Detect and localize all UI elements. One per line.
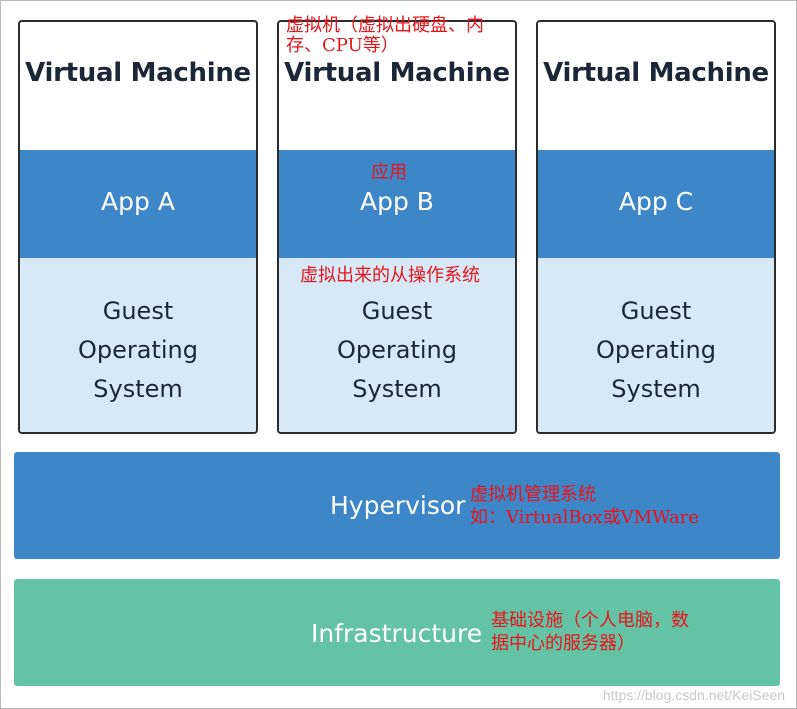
- annotation-line: 虚拟机（虚拟出硬盘、内: [286, 15, 484, 36]
- app-layer-b: App B: [279, 150, 515, 258]
- app-layer-a: App A: [20, 150, 256, 258]
- guest-os-line: Operating: [596, 336, 716, 364]
- app-label: App B: [360, 187, 434, 216]
- guest-os-line: System: [611, 375, 701, 403]
- hypervisor-label: Hypervisor: [330, 491, 466, 520]
- guest-os-layer-b: Guest Operating System: [279, 258, 515, 432]
- infrastructure-layer: Infrastructure: [14, 579, 780, 686]
- hypervisor-annotation: 虚拟机管理系统 如：VirtualBox或VMWare: [470, 483, 699, 529]
- virtual-machine-b: Virtual Machine App B Guest Operating Sy…: [277, 20, 517, 434]
- vm-annotation: 虚拟机（虚拟出硬盘、内 存、CPU等）: [286, 16, 484, 56]
- vm-title: Virtual Machine: [543, 58, 769, 88]
- app-label: App A: [101, 187, 175, 216]
- app-label: App C: [618, 187, 694, 216]
- guest-os-layer-c: Guest Operating System: [538, 258, 774, 432]
- guest-os-line: Operating: [337, 336, 457, 364]
- watermark: https://blog.csdn.net/KeiSeen: [602, 687, 785, 703]
- guest-os-line: Guest: [620, 297, 692, 325]
- annotation-line: 基础设施（个人电脑，数: [491, 610, 689, 631]
- annotation-line: 存、CPU等）: [286, 35, 399, 56]
- guest-os-line: Operating: [78, 336, 198, 364]
- guest-os-label: Guest Operating System: [20, 292, 256, 409]
- app-layer-c: App C: [538, 150, 774, 258]
- app-annotation: 应用: [371, 162, 407, 183]
- annotation-line: 如：VirtualBox或VMWare: [470, 507, 699, 528]
- infrastructure-label: Infrastructure: [311, 619, 483, 648]
- guest-os-line: Guest: [102, 297, 174, 325]
- vm-title: Virtual Machine: [25, 58, 251, 88]
- guest-os-label: Guest Operating System: [279, 292, 515, 409]
- annotation-line: 据中心的服务器）: [491, 633, 635, 654]
- virtual-machine-c: Virtual Machine App C Guest Operating Sy…: [536, 20, 776, 434]
- guest-os-line: System: [93, 375, 183, 403]
- guest-os-line: System: [352, 375, 442, 403]
- guest-os-layer-a: Guest Operating System: [20, 258, 256, 432]
- infrastructure-annotation: 基础设施（个人电脑，数 据中心的服务器）: [491, 609, 689, 655]
- guest-os-line: Guest: [361, 297, 433, 325]
- hypervisor-layer: Hypervisor: [14, 452, 780, 559]
- vm-title: Virtual Machine: [284, 58, 510, 88]
- guest-os-label: Guest Operating System: [538, 292, 774, 409]
- annotation-line: 虚拟机管理系统: [470, 484, 596, 505]
- guest-os-annotation: 虚拟出来的从操作系统: [300, 265, 480, 286]
- virtual-machine-a: Virtual Machine App A Guest Operating Sy…: [18, 20, 258, 434]
